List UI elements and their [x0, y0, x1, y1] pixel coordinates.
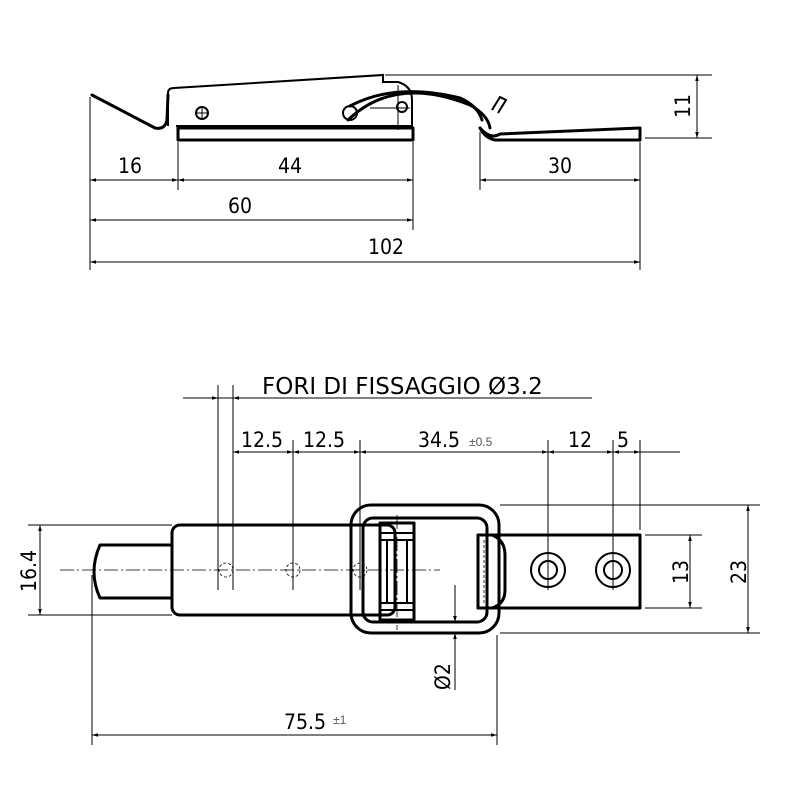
dim-left-offset: 16 — [118, 154, 142, 178]
wire-loop-outer — [349, 503, 501, 635]
dim-hole-pitch-2: 12.5 — [303, 428, 345, 452]
dim-center-distance-tol: ±0.5 — [469, 435, 493, 449]
lever-handle — [90, 93, 170, 130]
dim-body-width: 16.4 — [17, 550, 41, 592]
roller — [378, 515, 416, 630]
mounting-holes-note: FORI DI FISSAGGIO Ø3.2 — [262, 374, 543, 400]
top-view: FORI DI FISSAGGIO Ø3.2 — [17, 374, 760, 745]
dim-wire-diameter: Ø2 — [431, 663, 455, 690]
dim-plate-length: 30 — [548, 154, 572, 178]
dim-plate-edge: 5 — [617, 428, 629, 452]
dim-lever-length: 44 — [278, 154, 302, 178]
base-plate — [176, 126, 415, 142]
dim-total-length: 102 — [368, 235, 404, 259]
side-view: 16 44 30 60 102 11 — [89, 73, 712, 270]
catch-tab — [491, 95, 508, 114]
lever-body — [167, 73, 413, 127]
catch-plate — [478, 126, 642, 142]
dim-center-distance: 34.5 — [418, 428, 460, 452]
dim-loop-width: 23 — [727, 560, 751, 584]
dim-plate-hole-pitch: 12 — [568, 428, 592, 452]
dim-overall-length: 75.5 — [284, 710, 326, 734]
dim-height: 11 — [671, 94, 695, 118]
dim-closed-length: 60 — [228, 194, 252, 218]
dim-hole-pitch-1: 12.5 — [241, 428, 283, 452]
dim-plate-width: 13 — [669, 560, 693, 584]
plunger-rod — [92, 543, 174, 600]
wire-hook — [346, 91, 492, 130]
catch-tab — [476, 533, 507, 610]
dim-overall-length-tol: ±1 — [333, 713, 347, 727]
